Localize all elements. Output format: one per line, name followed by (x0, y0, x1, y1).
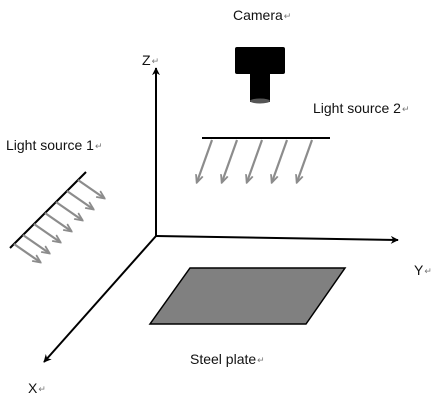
paragraph-mark: ↵ (151, 56, 160, 66)
paragraph-mark: ↵ (283, 11, 292, 21)
camera-label: Camera↵ (233, 8, 291, 22)
paragraph-mark: ↵ (257, 355, 265, 365)
paragraph-mark: ↵ (424, 266, 432, 276)
paragraph-mark: ↵ (401, 104, 410, 114)
steel-plate-shape (148, 267, 347, 325)
light-source-2 (197, 137, 330, 182)
x-axis-label-text: X (28, 380, 38, 396)
paragraph-mark: ↵ (38, 384, 46, 394)
light-source-1-label-text: Light source 1 (6, 137, 94, 153)
z-axis-label: Z↵ (142, 53, 159, 67)
light-source-2-label: Light source 2↵ (313, 101, 410, 115)
x-axis-label: X↵ (28, 381, 46, 395)
light-source-1 (9, 171, 104, 262)
light-source-2-rays (197, 139, 314, 182)
coordinate-axes (43, 67, 399, 363)
steel-plate-label: Steel plate↵ (190, 352, 265, 366)
y-axis-line (155, 235, 399, 244)
y-axis-label-text: Y (414, 262, 424, 278)
light-source-2-label-text: Light source 2 (313, 100, 401, 116)
light-source-1-label: Light source 1↵ (6, 138, 103, 152)
y-axis-label: Y↵ (414, 263, 432, 277)
x-axis-line (43, 235, 157, 363)
steel-plate-label-text: Steel plate (190, 351, 257, 367)
camera-icon (235, 47, 285, 104)
light-source-1-rays (13, 179, 104, 262)
z-axis-label-text: Z (142, 52, 151, 68)
camera-label-text: Camera (233, 7, 283, 23)
paragraph-mark: ↵ (94, 141, 103, 151)
light-source-1-bar (9, 171, 87, 249)
